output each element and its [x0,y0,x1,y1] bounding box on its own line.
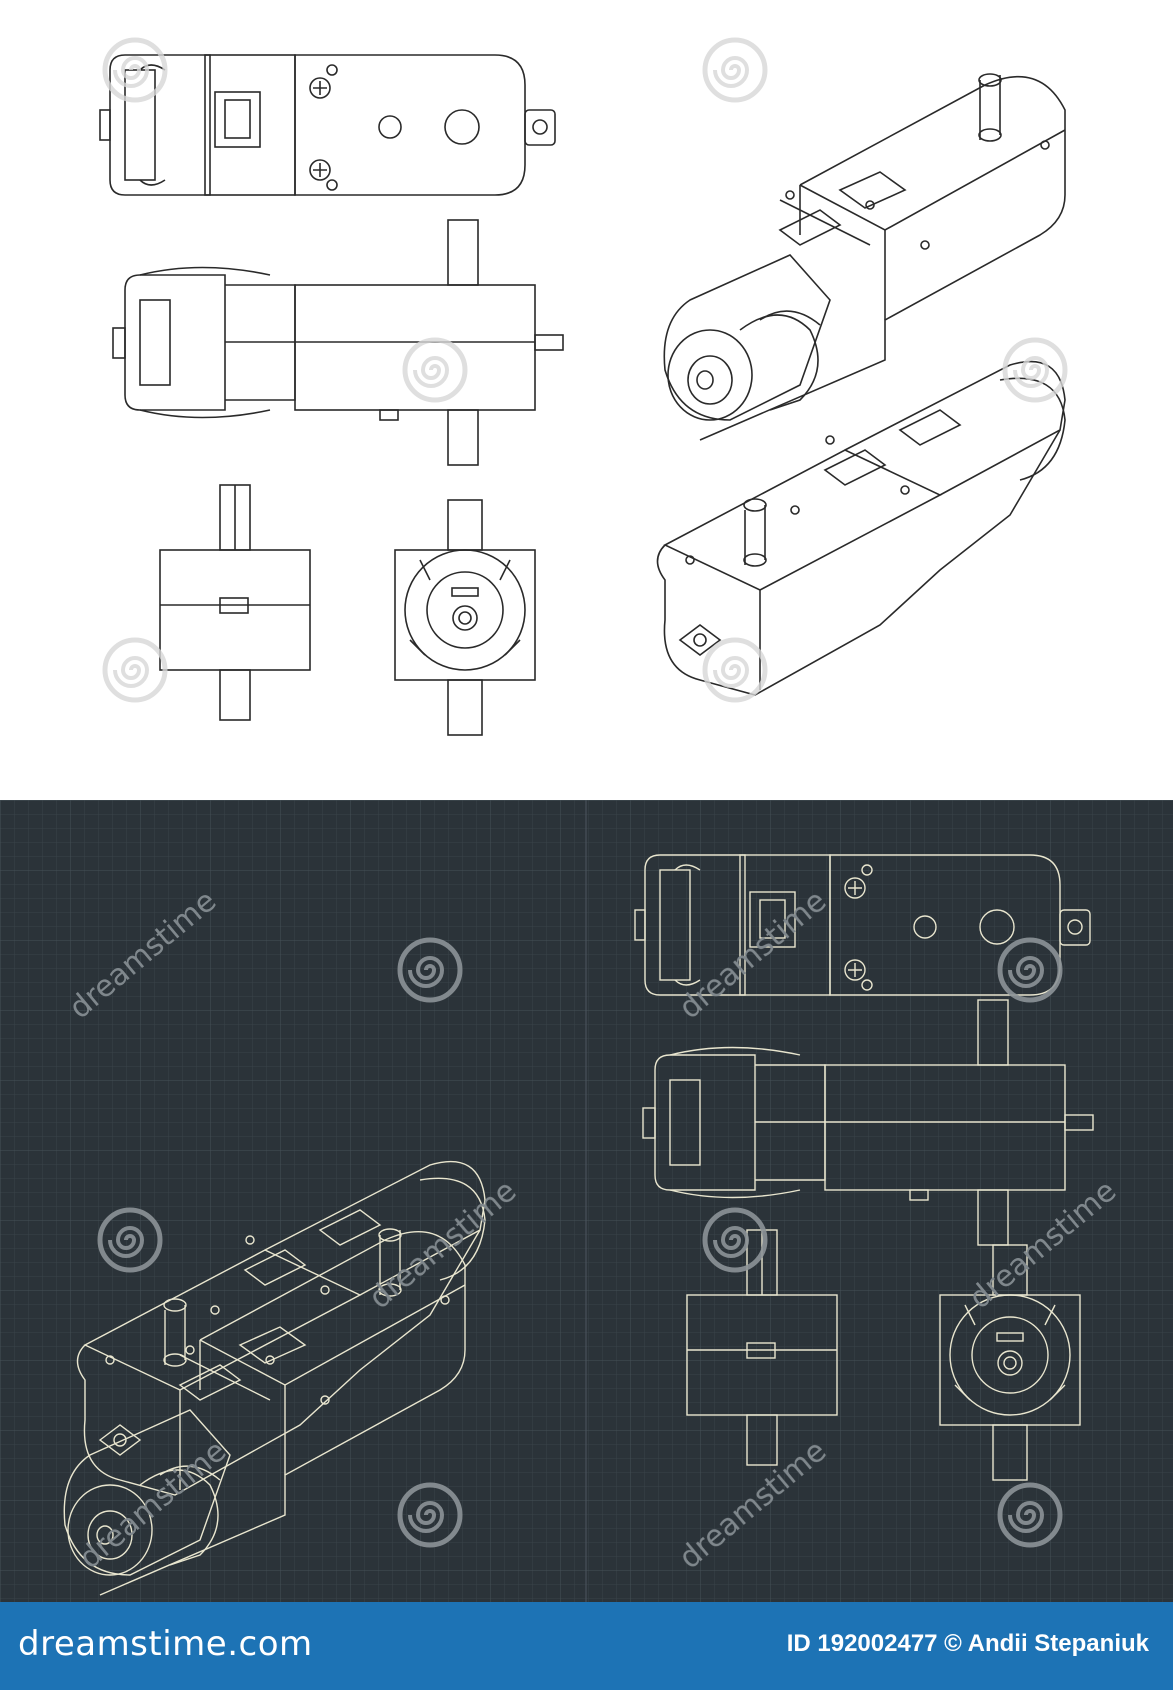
dark-blueprint-panel: dreamstime dreamstime dreamstime dreamst… [0,800,1173,1602]
image-id-credit: ID 192002477 © Andii Stepaniuk [786,1630,1149,1657]
dreamstime-footer-bar: dreamstime.com ID 192002477 © Andii Step… [0,1602,1173,1690]
light-blueprint-panel [0,0,1173,800]
light-drawing-svg [99,0,1173,736]
dreamstime-logo[interactable]: dreamstime.com [18,1624,313,1664]
side-view-drawing [112,219,564,466]
light-drawings [99,54,1066,736]
end-view-shaft-drawing [159,484,311,721]
end-view-motor-drawing [394,499,536,736]
light-watermarks [105,40,1065,700]
isometric-drawing-upper [663,73,1066,441]
top-view-drawing [99,54,556,196]
dark-drawing-svg: dreamstime dreamstime dreamstime dreamst… [0,800,1173,1602]
